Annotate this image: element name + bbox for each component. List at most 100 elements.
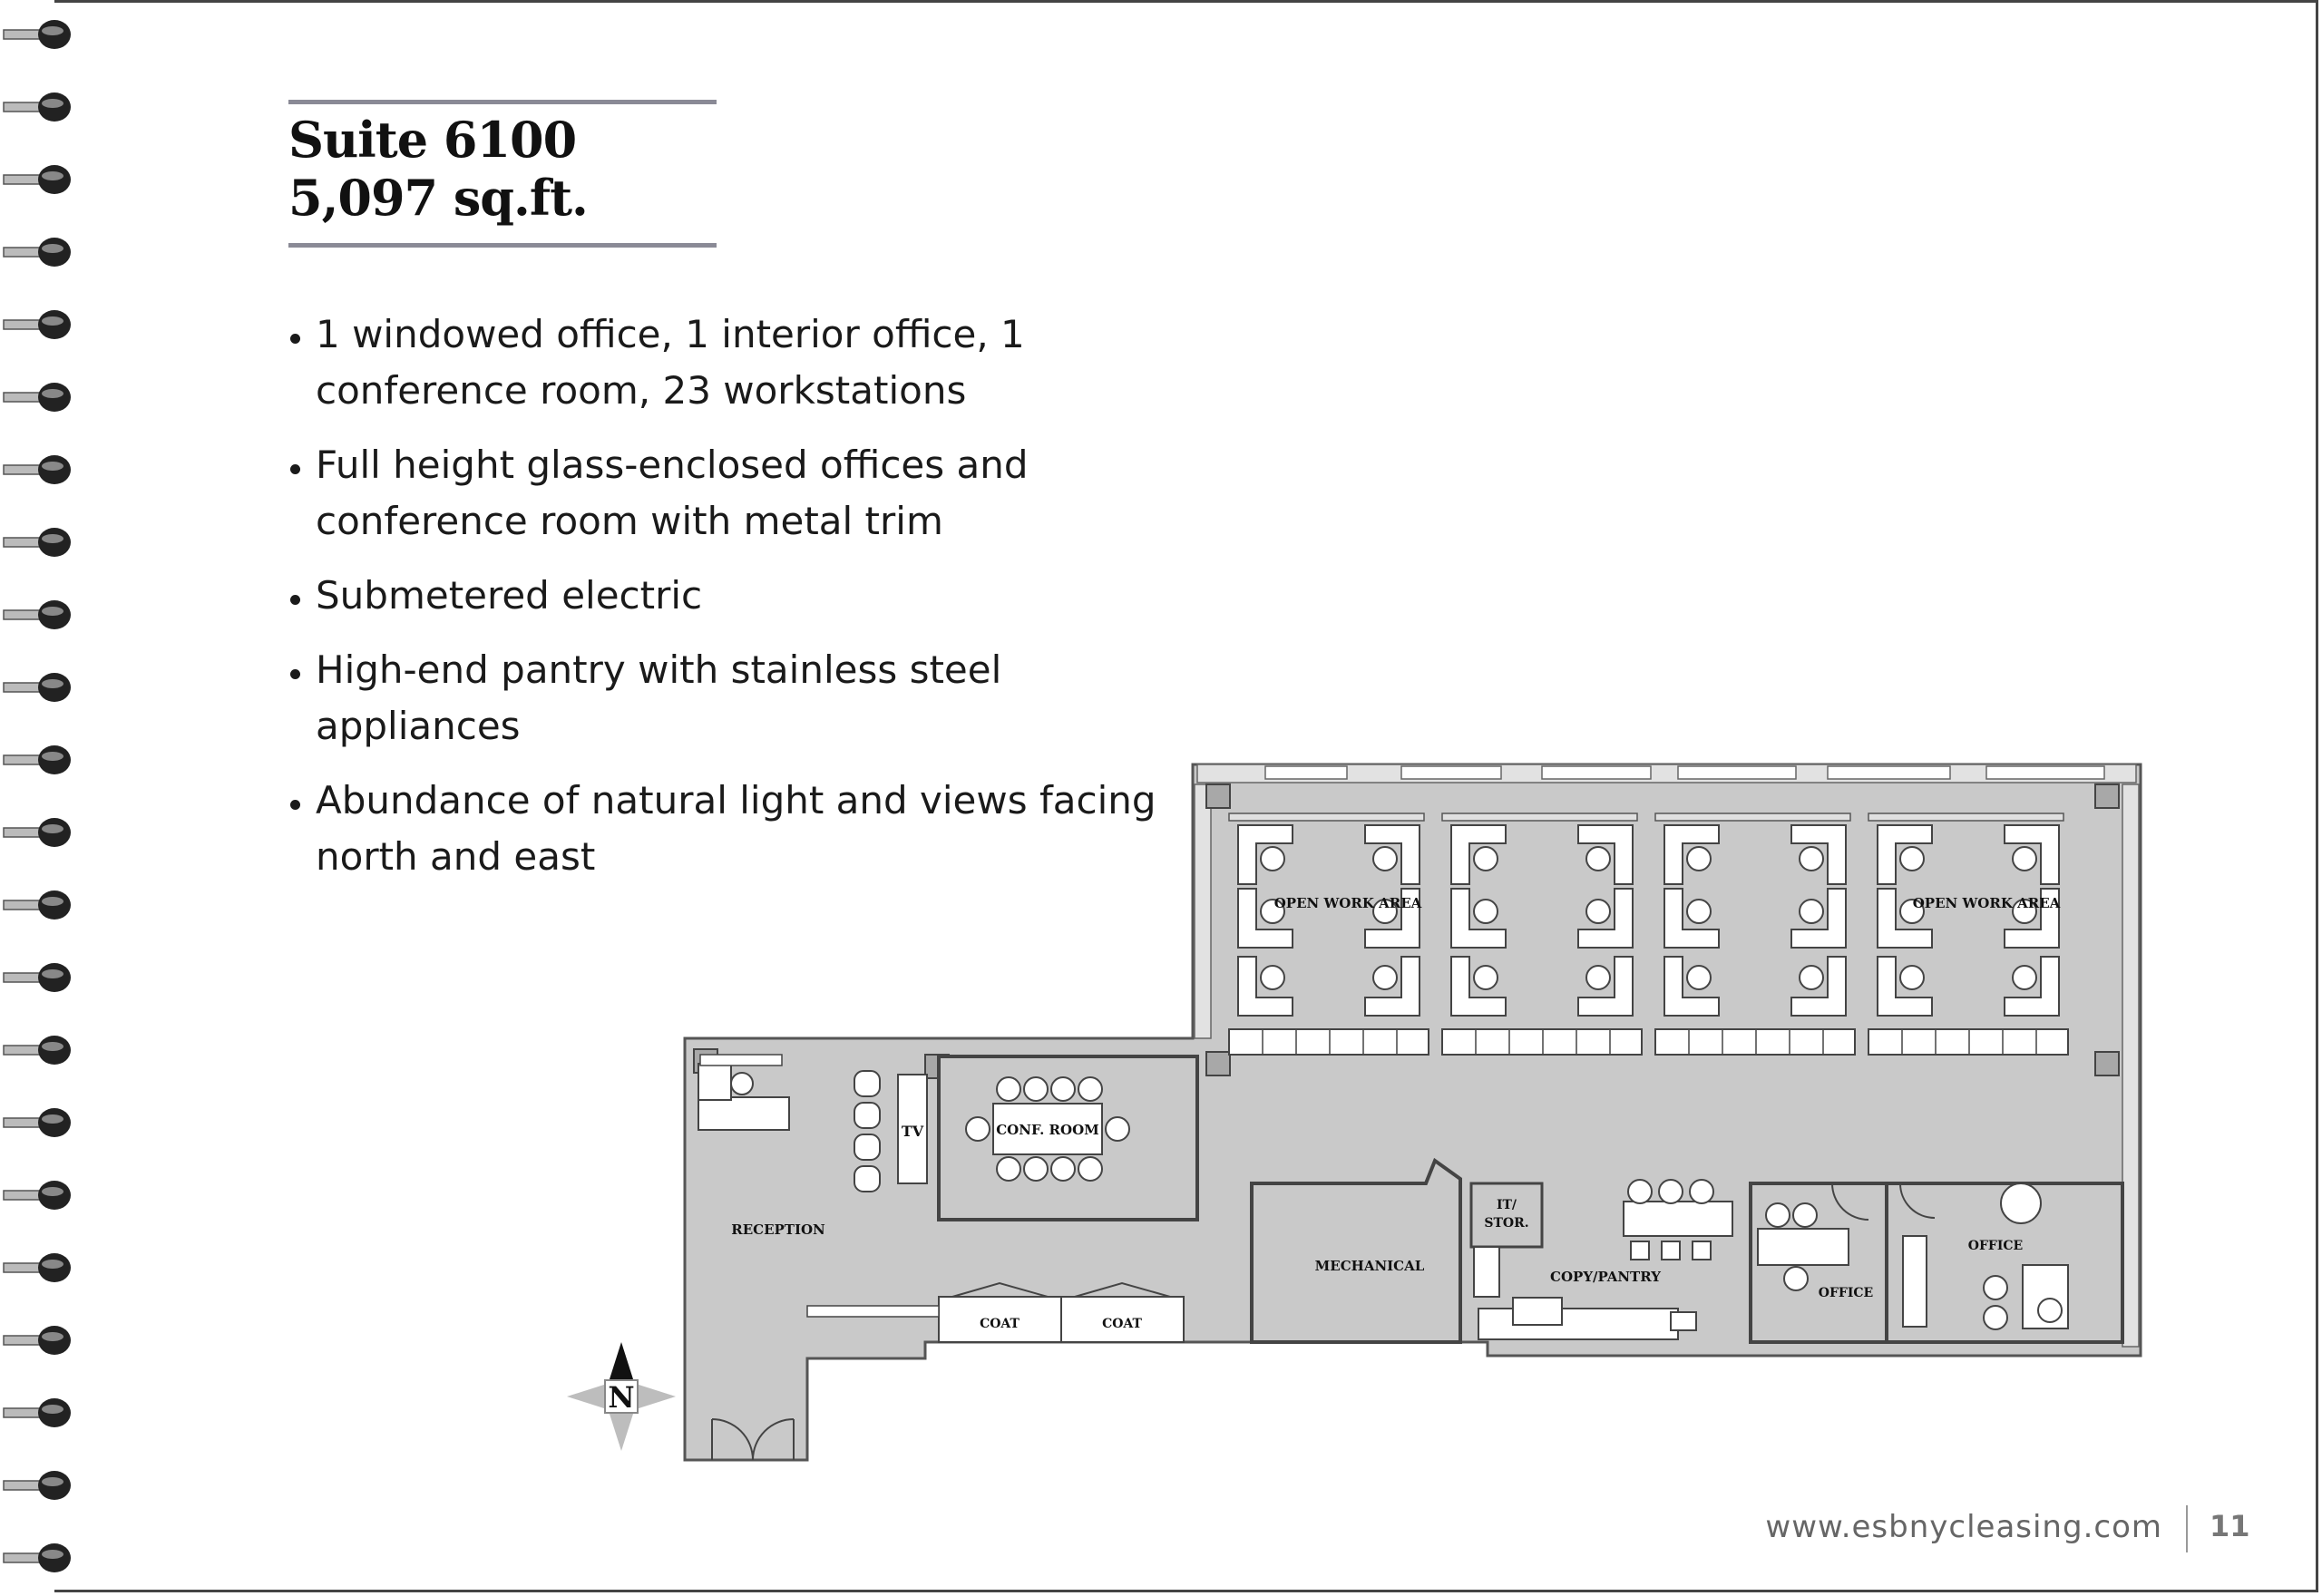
- page-border: [54, 0, 2318, 1592]
- chair: [1260, 899, 1285, 924]
- chair: [1658, 1179, 1683, 1204]
- spiral-ring: [3, 310, 71, 339]
- chair: [1105, 1116, 1130, 1142]
- chair: [1799, 899, 1824, 924]
- office-chairs: [1765, 1202, 1818, 1291]
- workstation-cluster: [1868, 813, 2069, 1056]
- reception-chair: [730, 1072, 754, 1095]
- chair: [1078, 1076, 1103, 1102]
- chair: [1023, 1156, 1049, 1182]
- open-work-area-label: OPEN WORK AREA: [1274, 895, 1422, 911]
- chair: [1372, 965, 1398, 990]
- spiral-ring: [3, 1108, 71, 1137]
- it-stor-label: IT/: [1497, 1198, 1517, 1212]
- lounge-chair: [854, 1134, 881, 1161]
- chair: [2012, 846, 2037, 871]
- office-chairs: [1983, 1275, 2063, 1330]
- feature-item: Abundance of natural light and views fac…: [288, 773, 1214, 885]
- chair: [2037, 1298, 2063, 1323]
- spiral-ring: [3, 455, 71, 484]
- it-stor-label: STOR.: [1484, 1216, 1528, 1231]
- workstation-cluster: [1228, 813, 1429, 1056]
- chair: [1023, 1076, 1049, 1102]
- spiral-ring: [3, 963, 71, 992]
- pantry-counter: [1478, 1308, 1679, 1340]
- lounge-chair: [854, 1070, 881, 1097]
- pantry-side-counter: [1473, 1246, 1500, 1298]
- reception-label: RECEPTION: [731, 1221, 825, 1238]
- spiral-ring: [3, 818, 71, 847]
- reception-desk: [698, 1096, 790, 1131]
- chair: [1686, 846, 1712, 871]
- spiral-ring: [3, 1398, 71, 1427]
- coat-label: COAT: [1102, 1317, 1142, 1331]
- chair: [1473, 899, 1498, 924]
- office-door: [1831, 1182, 1869, 1221]
- tv-label: TV: [902, 1123, 924, 1140]
- suite-name: Suite 6100: [288, 111, 577, 169]
- chair: [1686, 965, 1712, 990]
- coat-closet: [1060, 1296, 1185, 1343]
- east-windows: [2122, 783, 2140, 1348]
- conference-chairs: [965, 1076, 1130, 1182]
- spiral-ring: [3, 1543, 71, 1572]
- open-work-area-label: OPEN WORK AREA: [1913, 895, 2061, 911]
- compass-north-icon: N: [567, 1342, 676, 1451]
- chair: [1983, 1305, 2008, 1330]
- chair: [1983, 1275, 2008, 1300]
- reception-counter: [699, 1054, 783, 1066]
- chair: [1899, 965, 1925, 990]
- chair: [996, 1156, 1021, 1182]
- spiral-ring: [3, 20, 71, 49]
- website-url[interactable]: www.esbnycleasing.com: [1765, 1509, 2162, 1545]
- chair: [1899, 846, 1925, 871]
- office-desk: [2022, 1264, 2069, 1329]
- spiral-ring: [3, 165, 71, 194]
- chair: [1792, 1202, 1818, 1228]
- workstation-cluster: [1441, 813, 1643, 1056]
- spiral-ring: [3, 238, 71, 267]
- conf-room-label: CONF. ROOM: [996, 1122, 1099, 1138]
- spiral-ring: [3, 1326, 71, 1355]
- floor-plan: OPEN WORK AREA OPEN WORK AREA TV CONF. R…: [567, 763, 2142, 1462]
- chair: [1765, 1202, 1790, 1228]
- chair: [996, 1076, 1021, 1102]
- spiral-ring: [3, 745, 71, 774]
- feature-list: 1 windowed office, 1 interior office, 1 …: [288, 307, 1214, 903]
- chair: [1372, 899, 1398, 924]
- entry-doors: [711, 1418, 795, 1461]
- spiral-ring: [3, 383, 71, 412]
- page-number: 11: [2210, 1509, 2250, 1543]
- footer-divider: [2186, 1505, 2188, 1552]
- chair: [1627, 1179, 1653, 1204]
- mechanical-room: [1250, 1157, 1462, 1344]
- feature-item: Submetered electric: [288, 568, 1214, 624]
- spiral-ring: [3, 1181, 71, 1210]
- conference-table: [992, 1103, 1103, 1155]
- suite-area: 5,097 sq.ft.: [288, 169, 589, 227]
- chair: [1689, 1179, 1714, 1204]
- office-desk: [1757, 1228, 1849, 1266]
- feature-item: 1 windowed office, 1 interior office, 1 …: [288, 307, 1214, 419]
- office-door: [1899, 1182, 1936, 1219]
- spiral-rings: [3, 20, 71, 1572]
- spiral-ring: [3, 673, 71, 702]
- workstation-cluster: [1654, 813, 1856, 1056]
- spiral-ring: [3, 1253, 71, 1282]
- workstation-clusters: [1228, 813, 2069, 1056]
- sink: [1670, 1311, 1697, 1331]
- spiral-binding: [3, 20, 71, 1572]
- reception-desk-return: [698, 1063, 732, 1101]
- chair: [1372, 846, 1398, 871]
- chair: [1585, 899, 1611, 924]
- corridor-wall: [806, 1305, 940, 1318]
- lounge-chair: [854, 1102, 881, 1129]
- chair: [1260, 965, 1285, 990]
- north-windows: [1196, 764, 2137, 783]
- stool: [1661, 1241, 1681, 1260]
- office-label: OFFICE: [1819, 1286, 1873, 1300]
- pantry-stools: [1627, 1179, 1714, 1260]
- mechanical-label: MECHANICAL: [1315, 1258, 1425, 1274]
- west-wall-strip: [1194, 783, 1212, 1039]
- chair: [1260, 846, 1285, 871]
